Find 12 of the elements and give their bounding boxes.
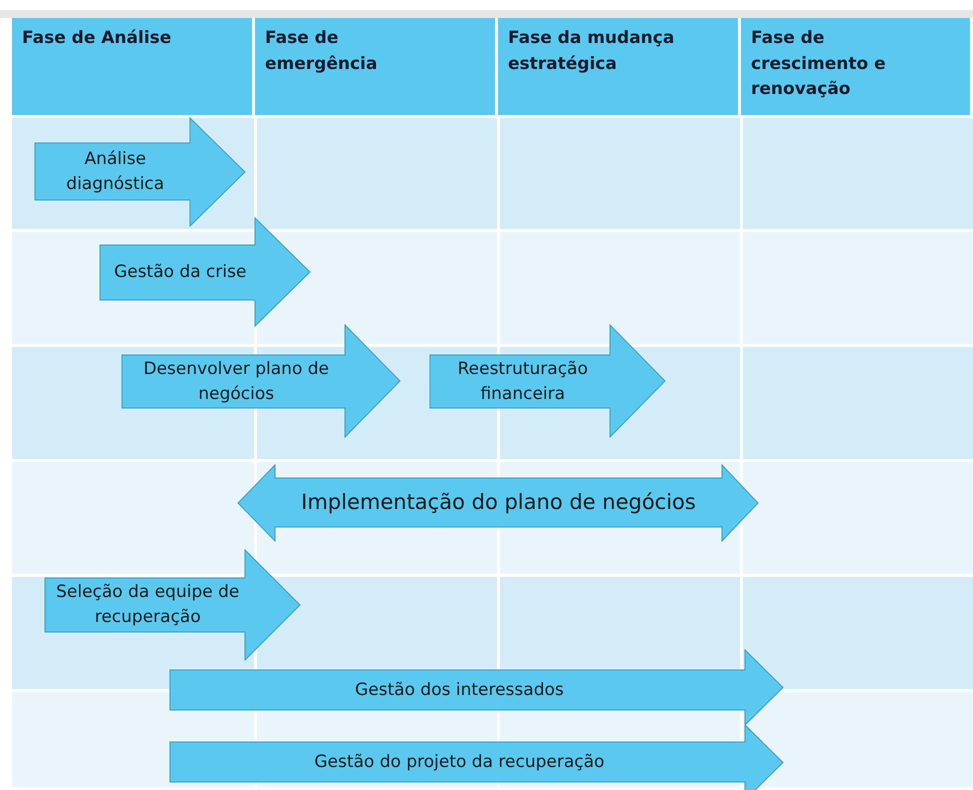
arrow-label: Reestruturação financeira <box>456 358 589 406</box>
column-header: Fase de crescimento e renovação <box>741 18 970 115</box>
arrow-label: Implementação do plano de negócios <box>301 490 696 516</box>
arrow-label: Gestão dos interessados <box>355 678 564 702</box>
arrow-label: Seleção da equipe de recuperação <box>55 581 240 629</box>
column-header: Fase de emergência <box>255 18 495 115</box>
column-header: Fase da mudança estratégica <box>498 18 738 115</box>
arrow-label: Gestão da crise <box>114 261 246 284</box>
arrow-label: Gestão do projeto da recuperação <box>314 750 604 774</box>
arrow-label: Análise diagnóstica <box>65 148 166 196</box>
arrow-label: Desenvolver plano de negócios <box>142 358 330 406</box>
column-header: Fase de Análise <box>12 18 252 115</box>
